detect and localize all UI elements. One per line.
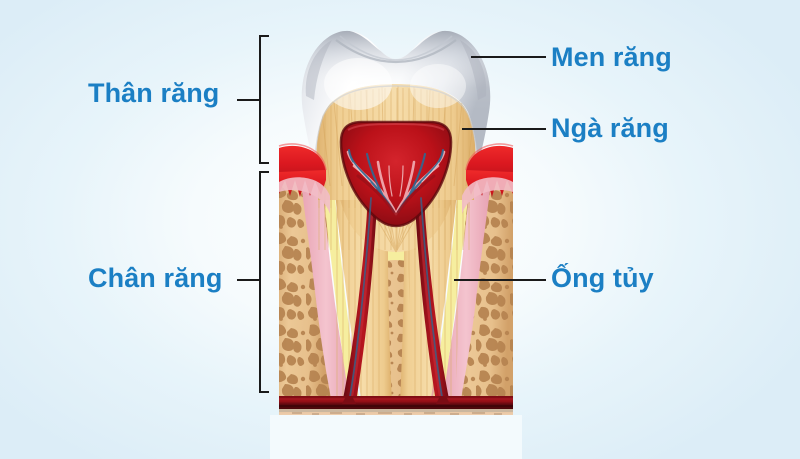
pulp-canal-right-highlight [417,195,443,403]
apical-blood-vessel [279,396,513,410]
gingiva-right [465,143,514,197]
enamel [301,30,491,165]
gingiva-mucosa-right [462,177,513,214]
label-root: Chân răng [88,263,223,293]
pulp-canal-right [414,186,450,404]
base-strip-speckles [292,412,502,415]
pulp-canal-left [342,186,378,404]
pulp-chamber [339,120,453,228]
label-enamel: Men răng [551,42,672,72]
pulp-canal-left-highlight [349,195,375,403]
label-pulp-canal: Ống tủy [551,263,654,293]
pulp-blood-vessels [346,148,446,218]
gingiva-mucosa-left [279,177,330,214]
label-crown: Thân răng [88,78,220,108]
canal-vessels [348,197,444,404]
label-dentin: Ngà răng [551,113,669,143]
